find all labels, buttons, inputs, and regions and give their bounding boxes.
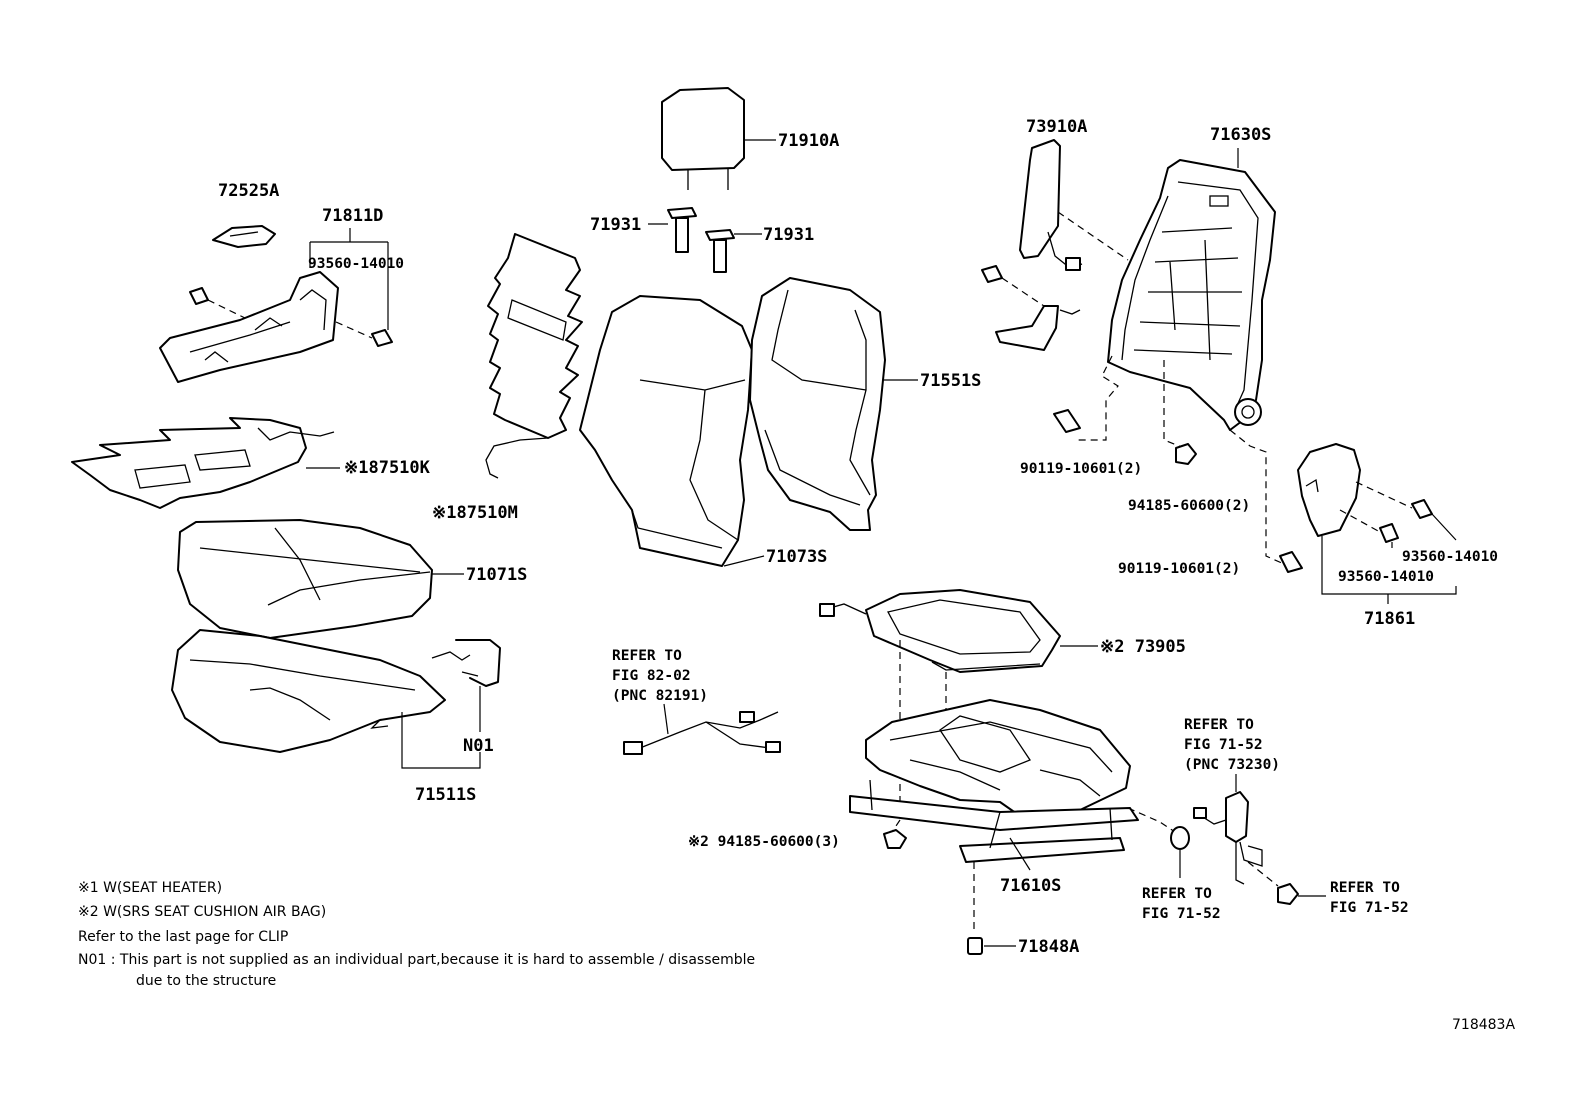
ref-belt-line2: FIG 71-52	[1184, 737, 1263, 753]
label-73905: ※2 73905	[1100, 637, 1186, 657]
part-71610s-seat-frame[interactable]	[849, 699, 1139, 863]
bolt-belt[interactable]	[1277, 883, 1299, 905]
bolt-upper-frame[interactable]	[981, 265, 1051, 311]
ref-washer-line2: FIG 71-52	[1142, 906, 1221, 922]
screw-93560-top[interactable]	[335, 321, 393, 347]
label-71071s: 71071S	[466, 565, 527, 585]
note-n01: N01 : This part is not supplied as an in…	[78, 952, 755, 968]
ref-belt-line3: (PNC 73230)	[1184, 757, 1280, 773]
leader-71610s	[1009, 837, 1031, 871]
note-clip: Refer to the last page for CLIP	[78, 929, 288, 945]
label-73910a: 73910A	[1026, 117, 1087, 137]
ref-harness-line1: REFER TO	[612, 648, 682, 664]
label-93560-r2: 93560-14010	[1338, 569, 1434, 585]
screw-93560-r1[interactable]	[1355, 481, 1433, 519]
nut-94185-a[interactable]	[1175, 443, 1197, 465]
part-harness-82191[interactable]	[623, 711, 781, 755]
part-n01-bracket[interactable]	[431, 639, 501, 687]
bolt-90119-b[interactable]	[1279, 551, 1303, 573]
ref-washer-line1: REFER TO	[1142, 886, 1212, 902]
ref-harness-line3: (PNC 82191)	[612, 688, 708, 704]
dash-bolt-90119-b	[1229, 429, 1285, 565]
label-71630s: 71630S	[1210, 125, 1271, 145]
bolt-90119-a[interactable]	[1053, 409, 1081, 433]
screw-93560-r2[interactable]	[1339, 509, 1399, 543]
label-94185-b: ※2 94185-60600(3)	[688, 834, 840, 850]
dash-washer	[1127, 807, 1179, 835]
part-71931-guide-left[interactable]	[667, 207, 697, 253]
leader-93560-r	[1391, 513, 1457, 548]
label-93560-r1: 93560-14010	[1402, 549, 1498, 565]
part-73910a-airbag[interactable]	[1019, 139, 1083, 271]
screw-71811d-left[interactable]	[189, 287, 246, 319]
ref-bolt-line1: REFER TO	[1330, 880, 1400, 896]
part-71910a-headrest[interactable]	[661, 87, 745, 190]
label-71610s: 71610S	[1000, 876, 1061, 896]
ref-belt-line1: REFER TO	[1184, 717, 1254, 733]
label-72525a: 72525A	[218, 181, 279, 201]
leader-71073s	[723, 555, 765, 567]
part-71931-guide-right[interactable]	[705, 229, 735, 273]
label-90119-a: 90119-10601(2)	[1020, 461, 1142, 477]
label-90119-b: 90119-10601(2)	[1118, 561, 1240, 577]
dash-73905-left	[891, 640, 901, 833]
nut-94185-b[interactable]	[883, 829, 907, 849]
part-71848a-cap[interactable]	[967, 937, 983, 955]
label-94185-a: 94185-60600(2)	[1128, 498, 1250, 514]
label-187510m: ※187510M	[432, 503, 518, 523]
dash-nut-94185-a	[1163, 360, 1185, 449]
washer[interactable]	[1170, 826, 1190, 850]
part-seat-belt-buckle[interactable]	[1193, 791, 1263, 885]
figure-id: 718483A	[1452, 1017, 1515, 1033]
bracket-frame[interactable]	[995, 305, 1081, 351]
leader-harness	[663, 703, 669, 735]
part-187510m-heater[interactable]	[485, 233, 583, 479]
label-71511s: 71511S	[415, 785, 476, 805]
part-73905-cushion-airbag[interactable]	[819, 589, 1061, 673]
label-71073s: 71073S	[766, 547, 827, 567]
note-seat-heater: ※1 W(SEAT HEATER)	[78, 880, 222, 896]
part-71071s-cushion-cover[interactable]	[177, 519, 433, 639]
label-71910a: 71910A	[778, 131, 839, 151]
label-93560-top: 93560-14010	[308, 256, 404, 272]
note-n01-continued: due to the structure	[136, 973, 276, 989]
leader-73910a	[1057, 211, 1129, 261]
part-71511s-cushion-pad[interactable]	[171, 629, 446, 753]
label-n01: N01	[463, 736, 494, 756]
note-srs-airbag: ※2 W(SRS SEAT CUSHION AIR BAG)	[78, 904, 326, 920]
dash-frame-lower-left	[1078, 355, 1119, 441]
part-71551s-back-cover[interactable]	[749, 277, 886, 531]
label-187510k: ※187510K	[344, 458, 431, 478]
part-187510k-heater[interactable]	[71, 417, 335, 509]
label-71551s: 71551S	[920, 371, 981, 391]
label-71811d: 71811D	[322, 206, 383, 226]
ref-bolt-line2: FIG 71-52	[1330, 900, 1409, 916]
leader-71861	[1321, 536, 1457, 604]
leader-71811d	[309, 228, 389, 330]
label-71931-a: 71931	[590, 215, 641, 235]
label-71861: 71861	[1364, 609, 1415, 629]
ref-harness-line2: FIG 82-02	[612, 668, 691, 684]
label-71848a: 71848A	[1018, 937, 1079, 957]
part-71073s-back-pad[interactable]	[579, 295, 753, 567]
part-71861-side-cover[interactable]	[1297, 443, 1361, 537]
leader-71511s	[401, 712, 481, 769]
part-72525a-cover[interactable]	[212, 225, 276, 248]
label-71931-b: 71931	[763, 225, 814, 245]
part-71811d-side-shield[interactable]	[159, 271, 339, 383]
part-71630s-back-frame[interactable]	[1107, 159, 1276, 431]
dash-bolt-ref	[1247, 861, 1279, 887]
